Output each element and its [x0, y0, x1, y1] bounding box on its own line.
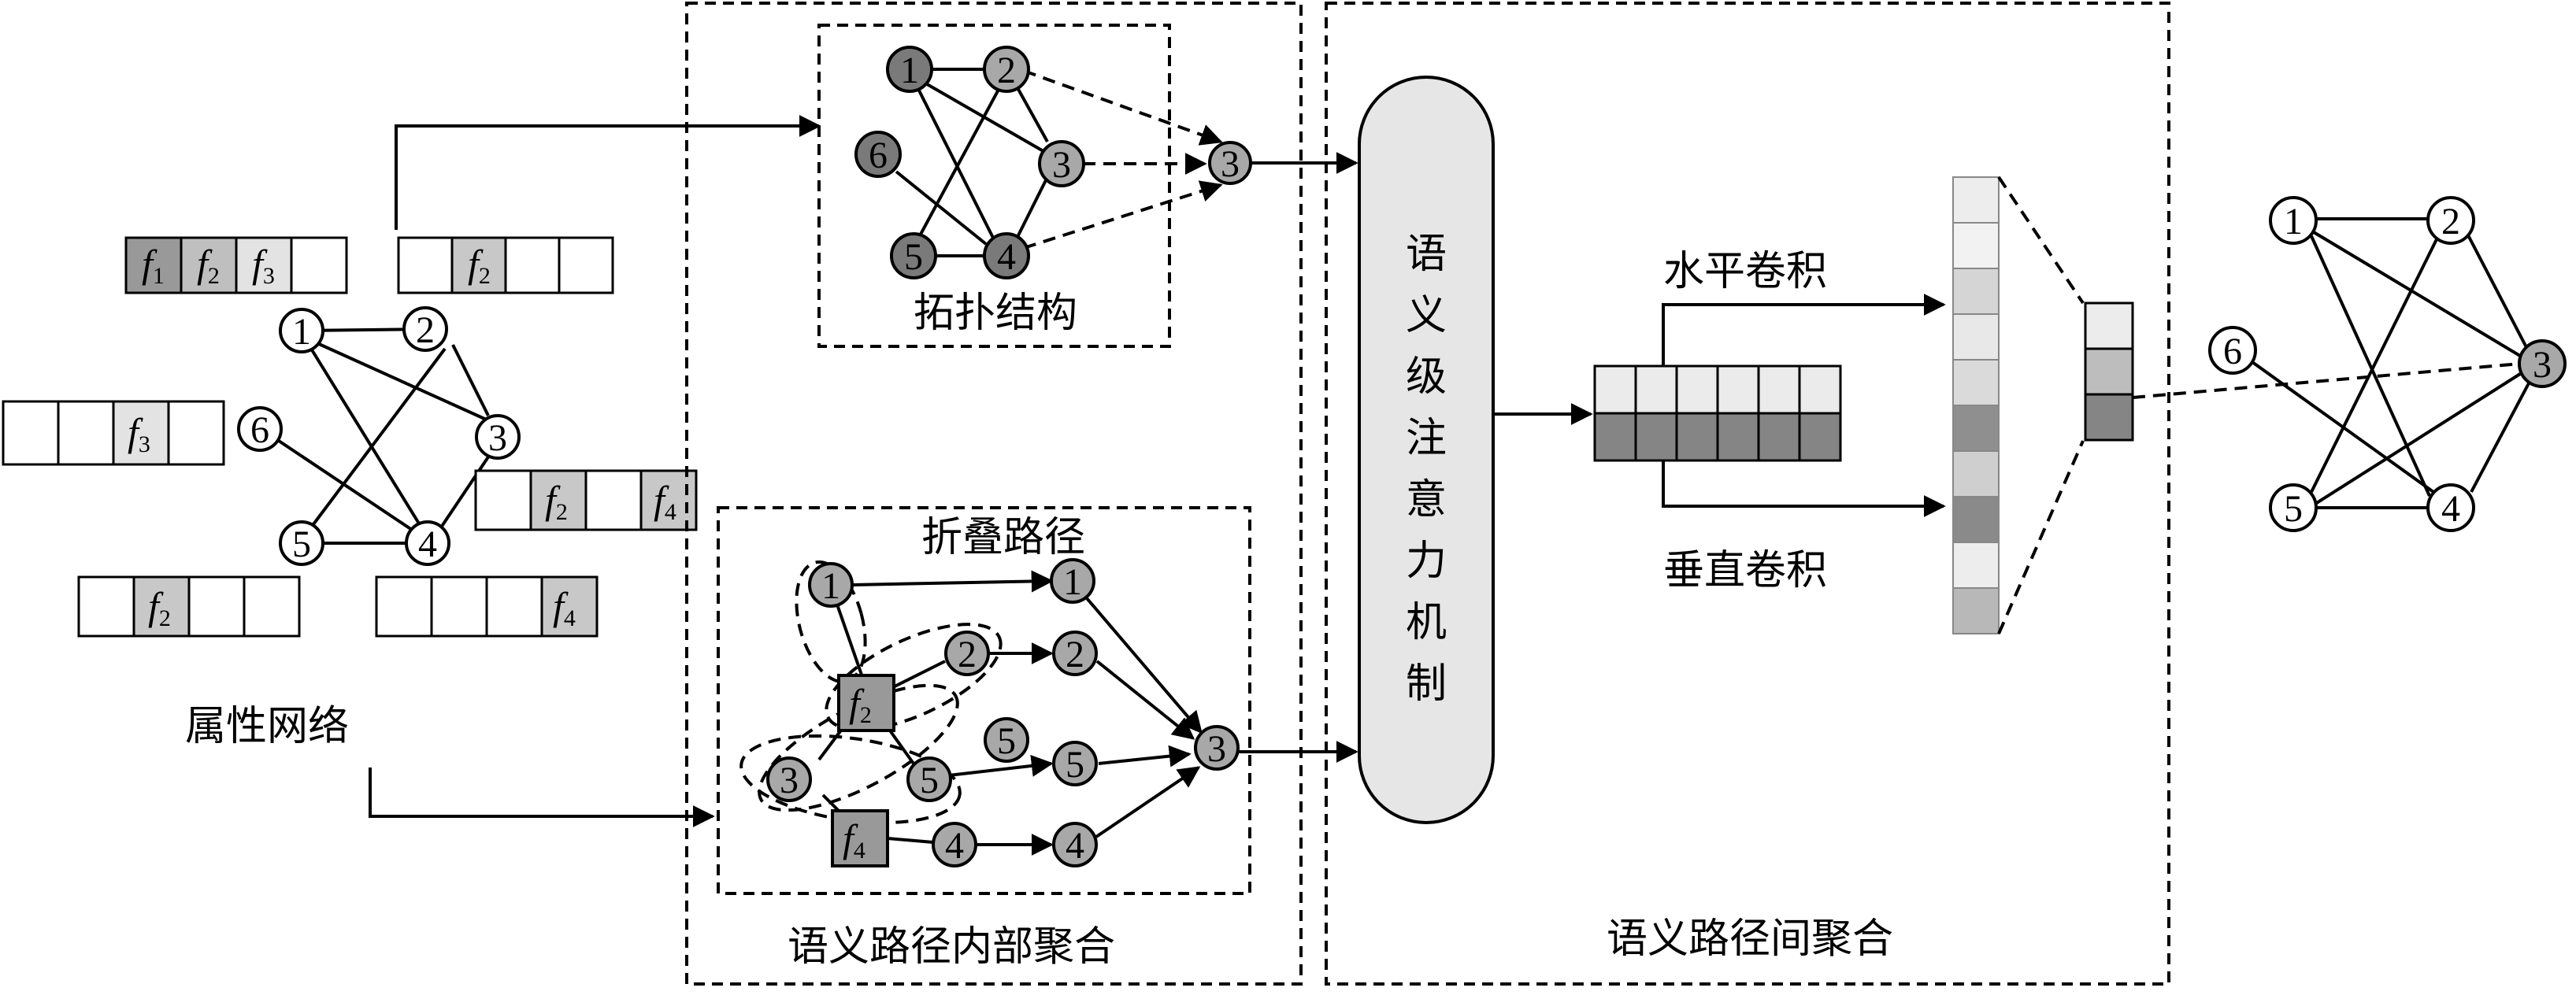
link-to-output-node: [2132, 362, 2521, 399]
svg-text:3: 3: [488, 417, 507, 459]
embedding-matrix: [1593, 364, 1842, 462]
label-vertical-conv: 垂直卷积: [1663, 547, 1827, 594]
svg-text:2: 2: [1066, 634, 1084, 675]
feature-vector-node6: f3: [2, 400, 225, 466]
feature-vector-node5: f2: [77, 575, 301, 638]
label-inter-path-aggregation: 语义路径间聚合: [1607, 915, 1893, 963]
pool-line-bottom: [1997, 440, 2085, 634]
output-graph: 1 2 6 3 5 4: [2208, 196, 2567, 532]
pooled-vector: [2084, 301, 2134, 442]
an-edge-1-3: [309, 338, 499, 427]
pool-line-top: [1997, 176, 2085, 305]
svg-text:1: 1: [292, 311, 311, 353]
svg-text:3: 3: [1207, 728, 1226, 770]
svg-text:1: 1: [1063, 561, 1082, 603]
svg-text:2: 2: [997, 50, 1016, 91]
svg-text:5: 5: [997, 720, 1016, 762]
an-node-5: 5: [279, 520, 324, 566]
an-edge-3-4: [439, 449, 494, 529]
conv-feature-strip: [1952, 176, 2000, 634]
an-node-3: 3: [475, 414, 521, 460]
an-edge-2-5: [309, 347, 447, 529]
folded-path-panel: 折叠路径 1 1 f2 2 2 5 3: [717, 506, 1358, 895]
arrow-to-folded-path: [369, 768, 715, 827]
svg-text:4: 4: [2441, 488, 2460, 530]
svg-text:6: 6: [869, 135, 888, 176]
svg-text:1: 1: [2284, 201, 2303, 242]
svg-text:3: 3: [2533, 344, 2552, 386]
feature-vector-node3: f2 f4: [474, 469, 698, 531]
svg-text:5: 5: [904, 236, 923, 278]
svg-text:5: 5: [920, 760, 939, 801]
label-intra-path-aggregation: 语义路径内部聚合: [788, 923, 1115, 971]
svg-text:6: 6: [250, 409, 269, 451]
svg-text:2: 2: [416, 309, 435, 351]
svg-text:6: 6: [2223, 331, 2242, 372]
an-edge-1-4: [307, 343, 427, 535]
label-folded-path: 折叠路径: [921, 514, 1085, 561]
svg-text:3: 3: [1221, 143, 1240, 185]
label-attention-mechanism: 语义级注意力机制: [1406, 231, 1447, 708]
label-attribute-network: 属性网络: [185, 703, 349, 750]
feature-vector-node2: f2: [397, 236, 614, 294]
label-horizontal-conv: 水平卷积: [1663, 248, 1827, 295]
attribute-network: 1 2 6 3 5 4 f1 f2 f3 f2 f: [2, 115, 821, 827]
svg-text:3: 3: [1052, 144, 1071, 186]
svg-text:5: 5: [292, 523, 311, 565]
inter-path-aggregation-box: [1325, 2, 2170, 986]
arrow-horizontal-conv: [1662, 294, 1946, 366]
svg-text:4: 4: [997, 236, 1016, 278]
an-node-6: 6: [237, 406, 283, 452]
attention-mechanism: 语义级注意力机制: [1358, 76, 1495, 824]
an-edge-2-3: [451, 344, 490, 416]
svg-text:4: 4: [1066, 825, 1084, 867]
svg-text:2: 2: [958, 634, 977, 675]
svg-text:5: 5: [2284, 488, 2303, 530]
svg-text:5: 5: [1066, 744, 1084, 786]
arrow-vertical-conv: [1662, 461, 1946, 517]
topology-panel: 1 2 6 3 5 4 3 拓扑结构: [817, 24, 1358, 348]
svg-text:1: 1: [821, 565, 840, 607]
svg-text:2: 2: [2441, 201, 2460, 242]
arrow-to-topology: [395, 115, 821, 230]
feature-vector-node1: f1 f2 f3: [124, 236, 348, 294]
an-node-2: 2: [402, 306, 448, 352]
svg-text:3: 3: [780, 760, 799, 801]
an-edge-6-4: [277, 439, 421, 536]
feature-vector-node4: f4: [375, 575, 599, 638]
intra-path-aggregation-box: [685, 2, 1303, 986]
an-node-4: 4: [405, 520, 450, 566]
an-node-1: 1: [279, 308, 324, 353]
label-topology: 拓扑结构: [914, 290, 1077, 337]
svg-text:1: 1: [900, 50, 919, 91]
svg-text:4: 4: [945, 825, 964, 867]
svg-text:4: 4: [418, 523, 437, 565]
